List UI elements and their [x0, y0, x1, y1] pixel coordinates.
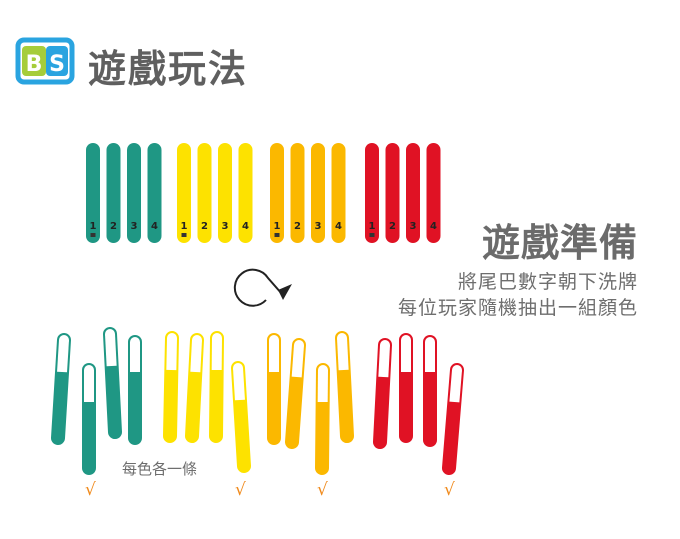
circular-arrow-icon	[233, 268, 283, 307]
stick-window	[190, 339, 202, 373]
draw-note: 每色各一條	[122, 460, 198, 478]
stick-yellow-1	[177, 143, 191, 243]
stick-green-4	[147, 143, 162, 243]
stick-orange-1	[270, 143, 284, 243]
stick-window	[105, 333, 117, 367]
drawn-stick-green-1	[51, 333, 71, 445]
stick-window	[378, 344, 390, 378]
stick-window	[166, 337, 177, 371]
stick-number: 4	[242, 221, 249, 232]
stick-window-top	[130, 337, 140, 347]
drawn-stick-green-2	[82, 363, 96, 475]
stick-number: 2	[389, 221, 396, 232]
stick-yellow-2	[197, 143, 212, 243]
drawn-stick-green-3	[103, 327, 122, 439]
stick-window-top	[452, 365, 462, 375]
stick-number: 3	[222, 221, 229, 232]
preparation-line-2: 每位玩家隨機抽出一組顏色	[397, 297, 638, 319]
stick-green-1	[86, 143, 100, 243]
stick-number: 2	[294, 221, 301, 232]
stick-yellow-4	[238, 143, 253, 243]
stick-window-top	[192, 335, 202, 345]
logo-letter-s: S	[49, 52, 65, 77]
stick-window-top	[401, 335, 411, 345]
check-mark-red: √	[444, 480, 455, 500]
stick-red-3	[406, 143, 420, 243]
stick-number: 2	[201, 221, 208, 232]
stick-window	[233, 367, 245, 401]
stick-window-top	[84, 365, 94, 375]
stick-green-2	[106, 143, 121, 243]
stick-number: 4	[335, 221, 342, 232]
drawn-stick-red-2	[399, 333, 413, 443]
stick-window-top	[212, 333, 222, 343]
check-mark-green: √	[85, 480, 96, 500]
preparation-line-1: 將尾巴數字朝下洗牌	[457, 271, 638, 293]
stick-number: 3	[315, 221, 322, 232]
drawn-stick-yellow-1	[163, 331, 179, 443]
drawn-stick-red-4	[442, 363, 464, 475]
stick-mark	[369, 233, 375, 237]
stick-window	[57, 339, 69, 373]
stick-red-1	[365, 143, 379, 243]
stick-number: 1	[369, 221, 376, 232]
stick-window	[337, 337, 349, 371]
stick-red-4	[426, 143, 441, 243]
drawn-stick-red-1	[373, 338, 392, 449]
stick-window-top	[59, 335, 69, 345]
stick-number: 4	[430, 221, 437, 232]
stick-number: 4	[151, 221, 158, 232]
stick-number: 3	[410, 221, 417, 232]
logo-s-block	[46, 46, 68, 76]
stick-window-top	[337, 333, 347, 343]
stick-yellow-3	[218, 143, 232, 243]
preparation-title: 遊戲準備	[481, 221, 638, 265]
stick-number: 1	[90, 221, 97, 232]
stick-red-2	[385, 143, 400, 243]
drawn-stick-orange-2	[285, 338, 306, 449]
check-mark-orange: √	[317, 480, 328, 500]
stick-window-top	[105, 329, 115, 339]
stick-window-top	[318, 365, 328, 375]
drawn-stick-orange-1	[267, 333, 281, 445]
logo-b-block	[22, 46, 46, 76]
stick-window-top	[294, 340, 304, 350]
drawn-stick-green-4	[128, 335, 142, 445]
stick-number: 1	[274, 221, 281, 232]
stick-mark	[90, 233, 96, 237]
stick-number: 2	[110, 221, 117, 232]
stick-green-3	[127, 143, 141, 243]
stick-window-top	[269, 335, 279, 345]
check-mark-yellow: √	[235, 480, 246, 500]
stick-window-top	[425, 337, 435, 347]
stick-orange-3	[311, 143, 325, 243]
stick-window	[449, 369, 462, 403]
stick-window-top	[233, 363, 243, 373]
drawn-stick-yellow-4	[231, 361, 251, 473]
stick-orange-4	[331, 143, 346, 243]
stick-mark	[274, 233, 280, 237]
stick-orange-2	[290, 143, 305, 243]
stick-window	[291, 344, 304, 378]
drawn-stick-yellow-3	[209, 331, 224, 443]
drawn-stick-yellow-2	[185, 333, 204, 443]
drawn-stick-orange-3	[315, 363, 330, 475]
drawn-stick-orange-4	[335, 331, 354, 443]
logo-letter-b: B	[26, 52, 43, 77]
page-title: 遊戲玩法	[88, 47, 249, 91]
drawn-stick-red-3	[423, 335, 437, 447]
stick-number: 3	[131, 221, 138, 232]
stick-number: 1	[181, 221, 188, 232]
arrow-head-icon	[278, 284, 292, 300]
logo-frame	[15, 37, 75, 85]
stick-mark	[181, 233, 187, 237]
stick-window-top	[167, 333, 177, 343]
stick-window-top	[380, 340, 390, 350]
